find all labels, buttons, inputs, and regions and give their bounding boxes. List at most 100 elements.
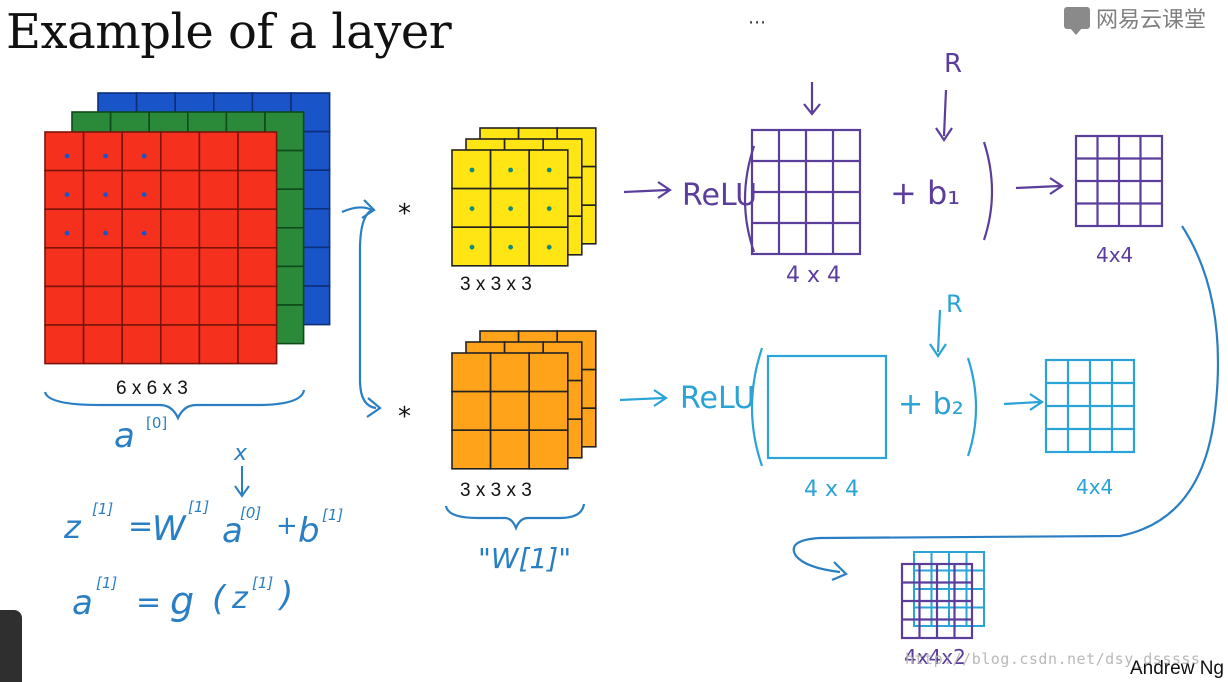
filter-dot <box>469 206 475 212</box>
input-red-channel-cell <box>44 324 85 365</box>
branch-2-bias: + b₂ <box>898 387 964 422</box>
branch-1-r-arrow <box>935 89 953 142</box>
input-red-channel-cell <box>44 208 85 249</box>
input-red-channel-cell <box>160 324 201 365</box>
eq1-a-sup: [0] <box>240 504 261 522</box>
branch-1-close-paren <box>982 141 994 241</box>
brand-text: 网易云课堂 <box>1095 8 1206 33</box>
branch-1-bias: + b₁ <box>890 174 960 212</box>
eq2-lhs: a <box>72 583 93 623</box>
branch-2-out-dims: 4x4 <box>1076 475 1113 499</box>
input-red-channel-cell <box>198 285 239 326</box>
input-dot <box>103 192 108 198</box>
author-credit: Andrew Ng <box>1130 658 1224 679</box>
input-label: a <box>114 416 135 456</box>
branch-1-r-label: R <box>944 49 962 79</box>
stacked-output-front-grid <box>900 562 974 640</box>
input-red-channel-cell <box>44 285 85 326</box>
filter-dot <box>546 244 552 250</box>
branch-1-output-grid <box>1074 134 1164 228</box>
branch-1-out-dims: 4x4 <box>1096 243 1133 267</box>
input-dot <box>141 192 147 198</box>
branch-1-grid <box>750 128 862 256</box>
input-red-channel-cell <box>82 285 123 326</box>
input-red-channel-cell <box>237 208 278 249</box>
equations: x z [1] = W [1] a [0] + b [1] a [1] = g … <box>63 441 343 623</box>
branch-1-in-arrow <box>623 181 672 199</box>
input-red-channel-cell <box>198 169 239 211</box>
eq2-z-sup: [1] <box>252 574 273 592</box>
filter-2-front-cell <box>451 352 492 393</box>
input-red-channel-cell <box>160 208 201 249</box>
conv-operator-1: * <box>398 199 411 229</box>
eq1-w-sup: [1] <box>188 498 209 516</box>
branch-2-dims: 4 x 4 <box>804 477 859 502</box>
branch-2-open-paren <box>750 347 764 467</box>
input-red-channel-cell <box>198 131 239 172</box>
branch-2-r-arrow <box>929 309 947 358</box>
input-red-channel-cell <box>121 208 162 249</box>
branch-1-dims: 4 x 4 <box>786 263 841 288</box>
eq1-b: b <box>298 511 320 551</box>
split-arrow <box>341 206 377 410</box>
input-red-channel-cell <box>198 208 239 249</box>
input-dot <box>103 230 108 236</box>
eq2-lhs-sup: [1] <box>96 574 117 592</box>
video-player-edge <box>0 610 22 682</box>
filter-orange <box>451 330 597 470</box>
filter-2-front-cell <box>528 390 569 432</box>
input-red-channel-cell <box>237 131 278 172</box>
blog-watermark: http://blog.csdn.net/dsy_dsssss <box>905 650 1201 668</box>
stacked-output-dims: 4x4x2 <box>904 645 966 669</box>
input-label-sup: [0] <box>146 414 167 432</box>
filter-1-dims: 3 x 3 x 3 <box>460 274 532 295</box>
filter-dot <box>469 244 475 250</box>
input-red-channel-cell <box>198 324 239 365</box>
x-arrow <box>234 466 250 498</box>
input-red-channel-cell <box>82 131 123 172</box>
merge-curve <box>792 225 1220 574</box>
split-arrow-head-bottom <box>366 397 382 418</box>
eq1-equals: = <box>128 509 153 544</box>
branch-2-relu: ReLU <box>680 381 755 416</box>
slide-title: Example of a layer <box>6 4 452 60</box>
input-red-channel-cell <box>121 285 162 326</box>
branch-2-in-arrow <box>619 389 668 407</box>
filter-2-front-cell <box>528 429 569 470</box>
merge-arrow-head <box>831 561 848 582</box>
input-dims: 6 x 6 x 3 <box>116 378 188 399</box>
filter-dot <box>508 167 513 173</box>
eq1-lhs-sup: [1] <box>92 500 113 518</box>
input-dot <box>141 230 147 236</box>
chat-bubble-icon <box>1063 7 1090 35</box>
input-dot <box>141 153 147 159</box>
input-red-channel-cell <box>160 131 201 172</box>
brand-watermark: 网易云课堂 <box>1063 2 1206 35</box>
eq1-b-sup: [1] <box>322 506 343 524</box>
filter-2-front-cell <box>489 429 531 470</box>
branch-1-down-arrow <box>803 82 821 116</box>
input-red-channel-cell <box>121 169 162 211</box>
filter-2-front-cell <box>451 390 492 432</box>
ellipsis-mark: ⋯ <box>748 12 766 33</box>
input-red-channel-cell <box>44 169 85 211</box>
input-red-channel-cell <box>237 324 278 365</box>
conv-operator-2: * <box>398 402 411 432</box>
filter-dot <box>469 167 475 173</box>
eq2-z: z <box>231 581 249 616</box>
filter-2-front-cell <box>489 390 531 432</box>
branch-1 <box>623 82 1164 256</box>
input-brace <box>43 389 306 421</box>
branch-1-open-paren <box>743 145 756 253</box>
input-dot <box>64 192 70 198</box>
branch-2-close-paren <box>966 357 978 457</box>
input-red-channel-cell <box>160 169 201 211</box>
input-red-channel-cell <box>82 324 123 365</box>
filter-2-front-cell <box>528 352 569 393</box>
input-volume <box>44 92 331 365</box>
input-dot <box>103 153 108 159</box>
input-red-channel-cell <box>198 247 239 288</box>
input-red-channel-cell <box>160 285 201 326</box>
filter-2-dims: 3 x 3 x 3 <box>460 480 532 501</box>
